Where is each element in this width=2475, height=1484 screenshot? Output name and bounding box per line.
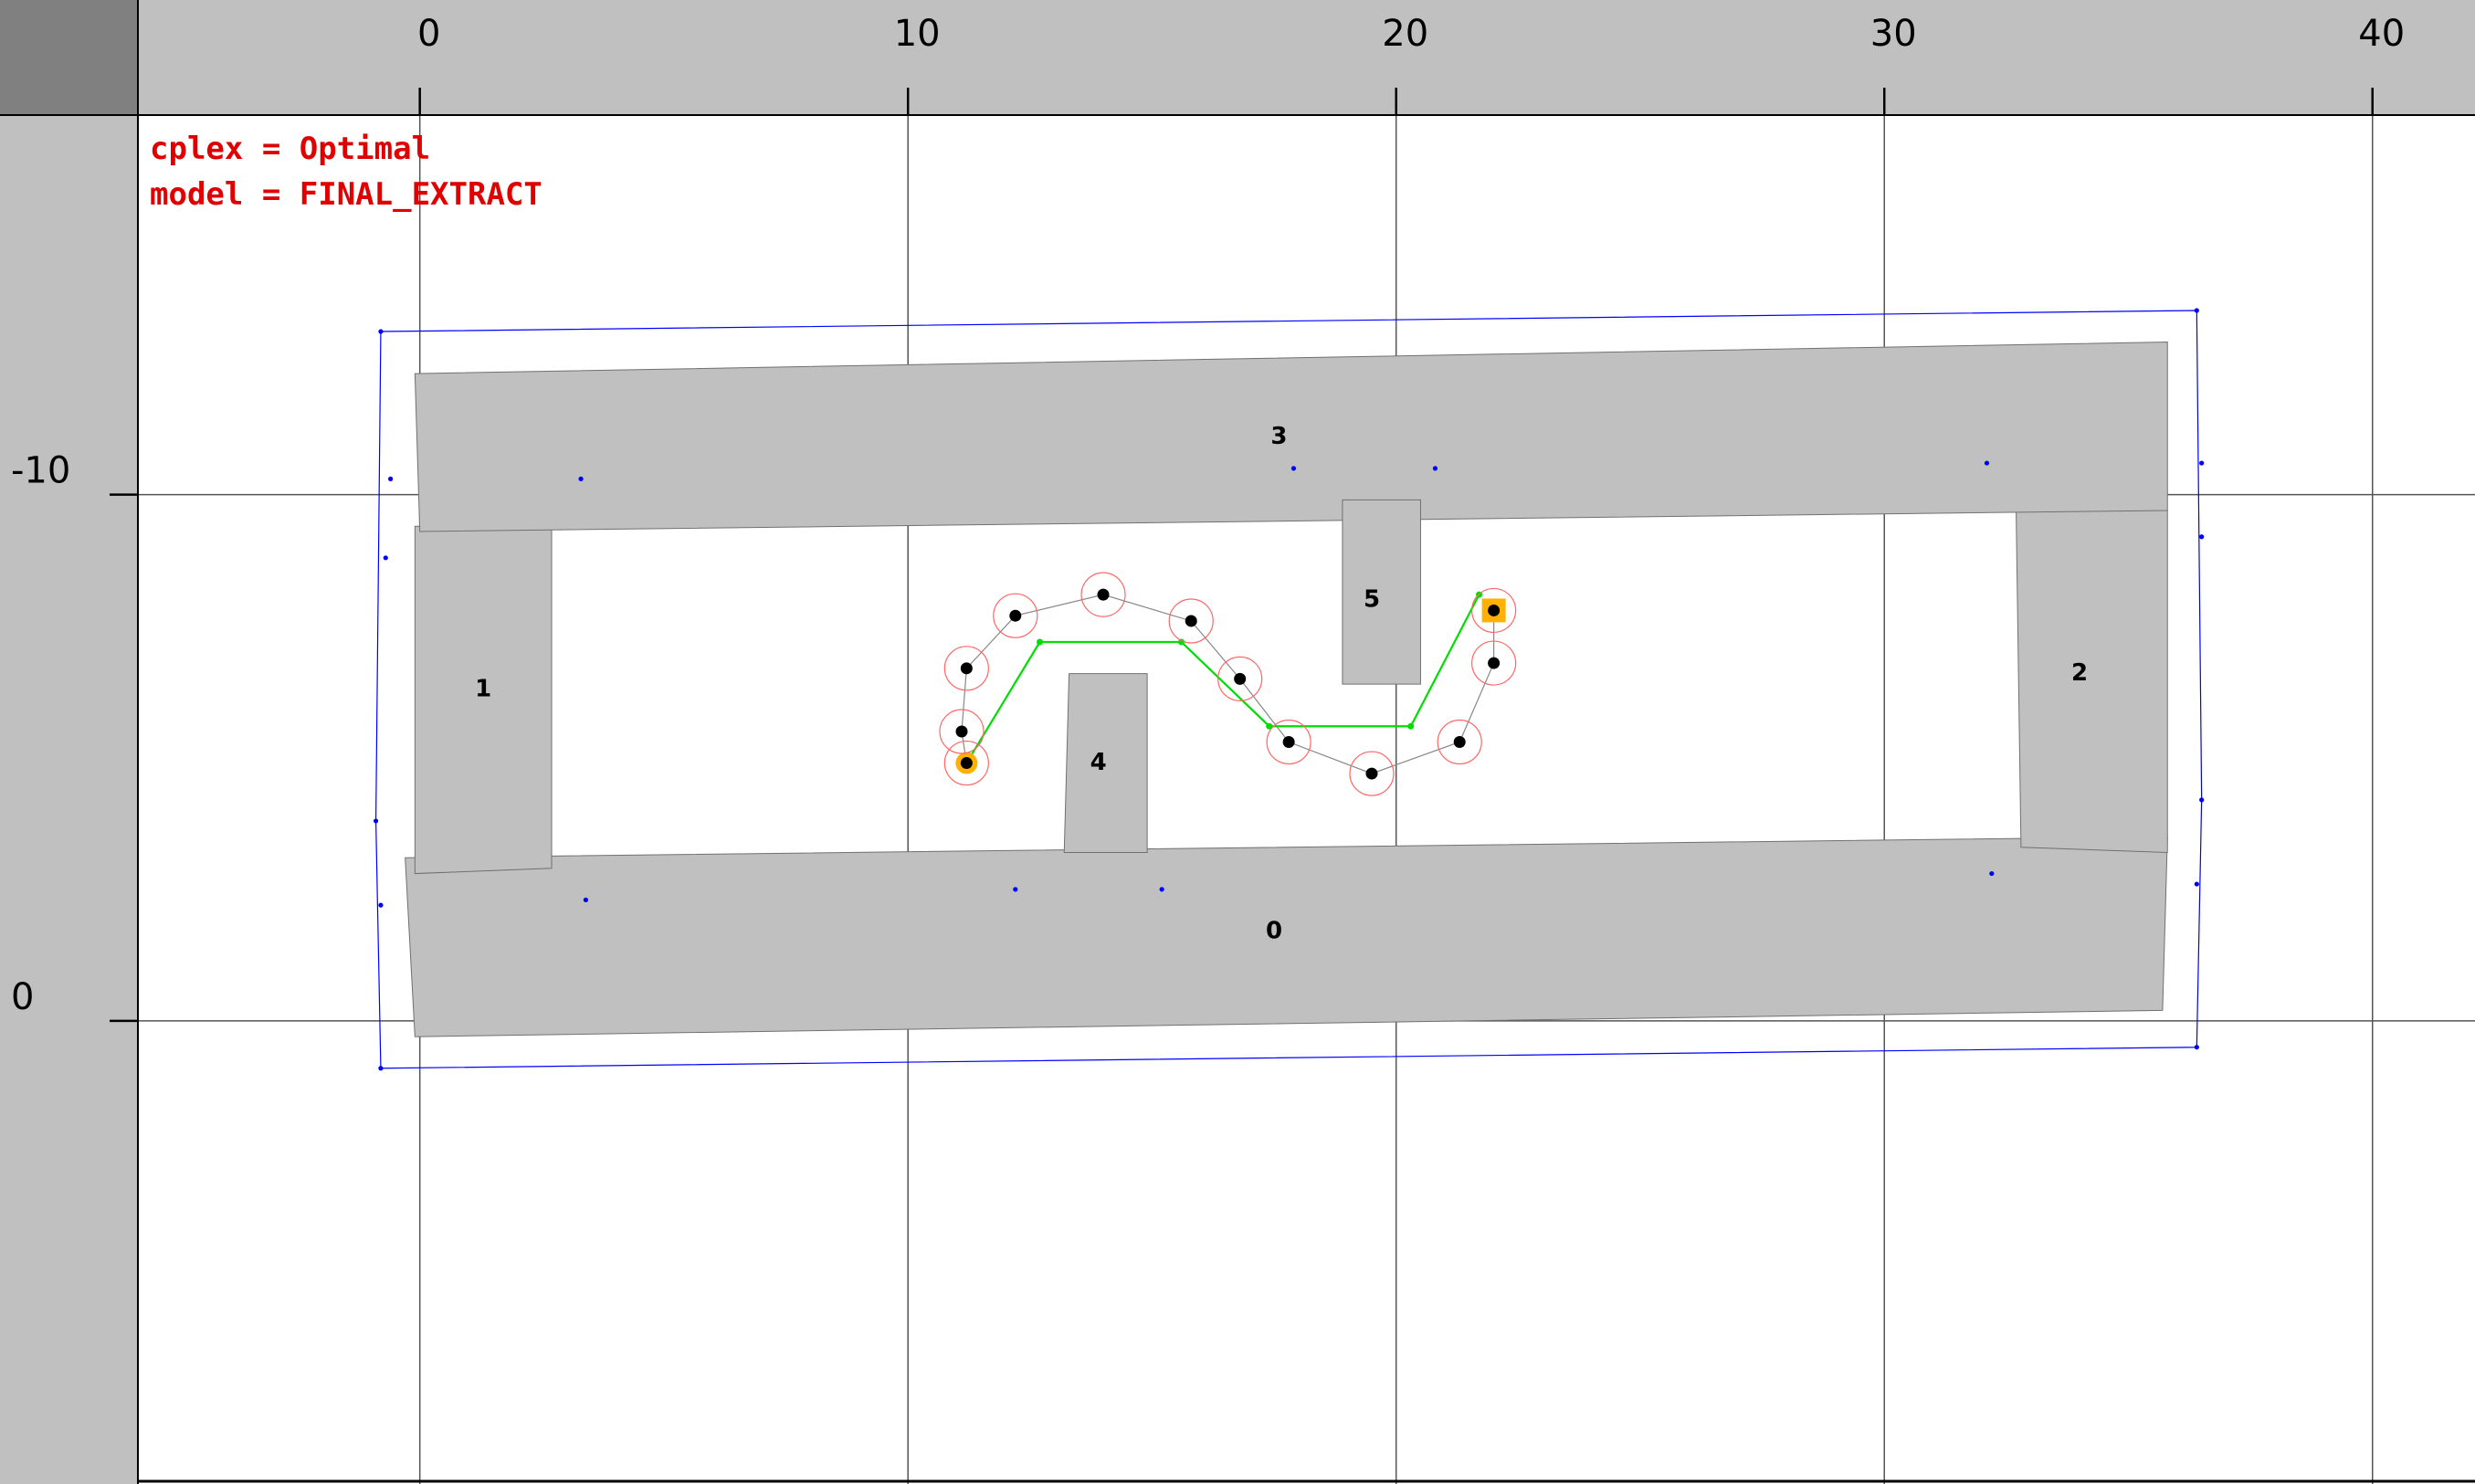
waypoint-clearance-circle xyxy=(1437,719,1482,765)
x-tick-label: 30 xyxy=(1870,13,1917,55)
boundary-dot xyxy=(378,329,384,334)
boundary-dot xyxy=(373,818,379,824)
boundary-dot xyxy=(2199,460,2205,466)
waypoint-dot xyxy=(1185,615,1197,627)
top-ruler[interactable] xyxy=(0,0,2475,115)
waypoint-clearance-circle xyxy=(1168,598,1214,644)
boundary-dot xyxy=(1290,466,1297,471)
boundary-dot xyxy=(1432,466,1438,471)
obstacle-5 xyxy=(1342,499,1421,685)
waypoint-connector xyxy=(961,594,1495,774)
waypoint-clearance-circle xyxy=(939,709,985,754)
boundary-dot xyxy=(1159,887,1164,892)
obstacle-4 xyxy=(1063,673,1148,854)
waypoint-clearance-circle xyxy=(1266,719,1311,765)
waypoint-dot xyxy=(960,757,973,770)
waypoint-clearance-circle xyxy=(1471,640,1517,686)
waypoints xyxy=(939,572,1517,796)
waypoint-clearance-circle xyxy=(993,593,1038,638)
waypoint-dot xyxy=(955,725,968,738)
waypoint-dot xyxy=(1488,657,1501,669)
boundary-dot xyxy=(2194,1045,2199,1050)
green-path-node xyxy=(1178,638,1185,646)
waypoint-dot xyxy=(1234,672,1247,685)
green-path-node xyxy=(1037,638,1044,646)
green-path-node xyxy=(1266,722,1273,730)
boundary-dot xyxy=(2199,534,2205,540)
green-path-line xyxy=(965,594,1480,764)
obstacle-label: 2 xyxy=(2071,659,2088,687)
status-model: model = FINAL_EXTRACT xyxy=(150,176,542,213)
obstacle-label: 1 xyxy=(475,675,491,702)
obstacles: 0 1 2 3 4 5 xyxy=(405,342,2168,1037)
waypoint-clearance-circle xyxy=(943,740,989,786)
boundary-dot xyxy=(388,476,394,481)
waypoint-clearance-circle xyxy=(1080,572,1126,617)
boundary-dot xyxy=(578,476,584,481)
waypoint-dot xyxy=(960,662,973,675)
waypoint-clearance-circle xyxy=(1217,656,1263,701)
obstacle-label: 4 xyxy=(1090,749,1107,776)
boundary-dot xyxy=(378,902,384,908)
boundary-dot xyxy=(1984,460,1990,466)
waypoint-dot xyxy=(1282,736,1295,748)
x-tick-label: 20 xyxy=(1382,13,1428,55)
boundary-dot xyxy=(2194,881,2199,887)
obstacle-3 xyxy=(414,342,2168,532)
waypoint-dot xyxy=(1488,604,1501,616)
waypoint-dot xyxy=(1365,767,1378,780)
obstacle-2 xyxy=(2016,510,2168,854)
boundary-dot xyxy=(2199,797,2205,803)
waypoint-clearance-circle xyxy=(943,646,989,691)
obstacle-0 xyxy=(405,836,2168,1037)
left-ruler[interactable] xyxy=(0,0,138,1484)
waypoint-dot xyxy=(1453,736,1466,748)
boundary-dot xyxy=(1989,870,1995,877)
status-solver: cplex = Optimal xyxy=(150,131,430,167)
boundary xyxy=(373,308,2205,1071)
x-tick-label: 0 xyxy=(417,13,440,55)
y-tick-label: -10 xyxy=(11,450,70,492)
waypoint-dot xyxy=(1009,609,1022,622)
boundary-dot xyxy=(383,555,388,561)
obstacle-label: 5 xyxy=(1364,585,1380,613)
boundary-dot xyxy=(583,897,589,902)
boundary-dot xyxy=(2194,308,2199,313)
waypoint-dot xyxy=(1097,588,1110,601)
y-tick-label: 0 xyxy=(11,976,34,1018)
x-tick-label: 40 xyxy=(2358,13,2405,55)
boundary-dot xyxy=(378,1066,384,1071)
green-path-node xyxy=(1407,722,1415,730)
obstacle-label: 0 xyxy=(1266,917,1282,944)
waypoint-clearance-circle xyxy=(1471,587,1517,634)
obstacle-label: 3 xyxy=(1270,423,1287,450)
waypoint-clearance-circle xyxy=(1349,751,1395,796)
boundary-dot xyxy=(1013,887,1018,892)
ruler-corner xyxy=(0,0,138,115)
x-tick-label: 10 xyxy=(894,13,941,55)
